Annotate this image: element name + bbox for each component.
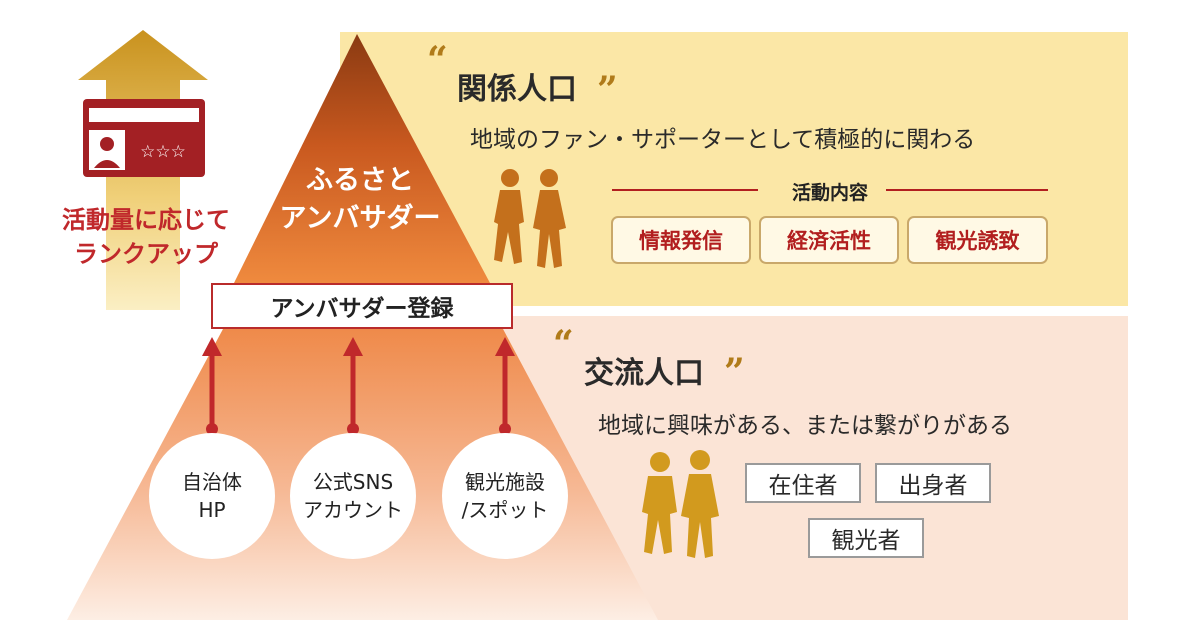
couple-silhouette-gold bbox=[642, 450, 719, 558]
apex-label-line2: アンバサダー bbox=[279, 203, 441, 234]
tag-tourist: 観光者 bbox=[808, 518, 924, 558]
rank-up-label-line1: 活動量に応じて bbox=[62, 206, 230, 234]
tag-hometown: 出身者 bbox=[875, 463, 991, 503]
source-circle-official-sns: 公式SNS アカウント bbox=[290, 433, 416, 559]
tag-resident: 在住者 bbox=[745, 463, 861, 503]
apex-label-line1: ふるさと bbox=[306, 165, 414, 196]
related-close-quote: ” bbox=[597, 69, 618, 111]
source-label-line1: 観光施設 bbox=[465, 470, 545, 494]
activity-tourism-promotion: 観光誘致 bbox=[907, 216, 1048, 264]
rank-up-label: 活動量に応じて ランクアップ bbox=[36, 203, 256, 271]
registration-label: アンバサダー登録 bbox=[270, 296, 454, 322]
tag-label: 出身者 bbox=[898, 473, 968, 499]
activity-heading-label: 活動内容 bbox=[791, 182, 868, 204]
rank-up-label-line2: ランクアップ bbox=[74, 240, 218, 268]
source-label-line2: アカウント bbox=[303, 498, 403, 522]
related-population-description: 地域のファン・サポーターとして積極的に関わる bbox=[470, 127, 976, 153]
source-label-line1: 自治体 bbox=[182, 470, 242, 494]
activity-label: 観光誘致 bbox=[935, 229, 1020, 253]
exchange-open-quote: “ bbox=[553, 323, 574, 365]
exchange-close-quote: ” bbox=[724, 351, 745, 393]
activity-info-dissemination: 情報発信 bbox=[611, 216, 751, 264]
activity-heading-line-right bbox=[886, 189, 1048, 191]
activity-label: 経済活性 bbox=[787, 229, 871, 253]
member-card-icon: ☆☆☆ bbox=[83, 99, 205, 177]
card-stars: ☆☆☆ bbox=[140, 142, 186, 162]
ambassador-registration-box: アンバサダー登録 bbox=[211, 283, 513, 329]
activity-economic-revitalization: 経済活性 bbox=[759, 216, 899, 264]
upward-arrows bbox=[202, 337, 515, 435]
tag-label: 在住者 bbox=[768, 473, 838, 499]
source-circle-municipality-hp: 自治体 HP bbox=[149, 433, 275, 559]
exchange-population-description: 地域に興味がある、または繋がりがある bbox=[598, 413, 1012, 439]
source-label-line2: HP bbox=[198, 498, 226, 522]
source-label-line2: /スポット bbox=[461, 498, 549, 522]
pyramid-top bbox=[234, 34, 490, 283]
couple-silhouette-orange bbox=[494, 169, 566, 268]
source-label-line1: 公式SNS bbox=[312, 470, 394, 494]
related-open-quote: “ bbox=[427, 39, 448, 81]
related-population-title: 関係人口 bbox=[457, 72, 577, 107]
activity-label: 情報発信 bbox=[639, 229, 723, 253]
apex-label: ふるさと アンバサダー bbox=[262, 162, 458, 238]
exchange-population-title: 交流人口 bbox=[584, 356, 704, 391]
tag-label: 観光者 bbox=[831, 528, 901, 554]
source-circle-tourist-facility: 観光施設 /スポット bbox=[442, 433, 568, 559]
activity-heading: 活動内容 bbox=[612, 178, 1048, 204]
activity-heading-line-left bbox=[612, 189, 758, 191]
